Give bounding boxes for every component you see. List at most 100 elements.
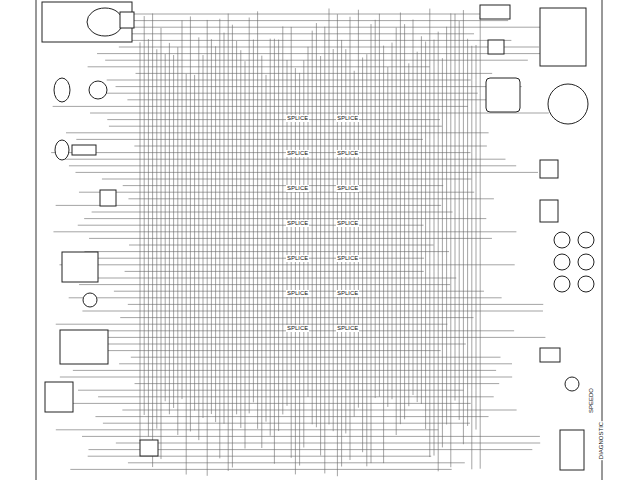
wire [249,18,250,414]
connector-symbol [89,81,107,99]
wire [312,31,313,425]
wire [128,198,493,199]
splice-label: SPLICE [286,185,309,192]
wire [73,370,496,371]
wire [413,20,414,396]
wire [127,99,513,100]
wire [320,56,321,455]
connector-symbol [100,190,116,206]
lamp-symbol [554,232,570,248]
wire [76,139,422,140]
wire [69,165,516,166]
wire [89,238,492,239]
wire [53,231,516,232]
wire [228,14,229,471]
wire [387,67,388,407]
wire [123,185,443,186]
wire [434,40,435,456]
wire [97,53,549,54]
connector-symbol [480,5,510,19]
wire [173,55,174,408]
ecu-connector [486,78,520,112]
splice-label: SPLICE [336,115,359,122]
wire [459,21,460,420]
wire [88,456,431,457]
wire [119,363,512,364]
wire [392,43,393,400]
wire [95,416,488,417]
connector-symbol [540,160,558,178]
wire [198,37,199,440]
wire [450,13,451,467]
wire [73,344,466,345]
wire [282,26,283,414]
wire [102,179,471,180]
wire [140,42,141,441]
wire [88,66,430,67]
connector-symbol [45,382,73,412]
wire [128,462,465,463]
wire [299,73,300,466]
wire [69,297,502,298]
wire [408,63,409,406]
wire [324,27,325,474]
splice-label: SPLICE [336,255,359,262]
wire [65,159,506,160]
wire [274,39,275,464]
connector-symbol [540,348,560,362]
wire [70,469,451,470]
wire [144,16,145,415]
wire [396,28,397,435]
wire [90,113,549,114]
wire [108,14,485,15]
splice-label: SPLICE [336,290,359,297]
wire [371,24,372,463]
wire [92,212,453,213]
wire [375,20,376,398]
wire [232,25,233,468]
wire [131,357,501,358]
splice-label: SPLICE [286,115,309,122]
wire [128,33,474,34]
connector-symbol [54,78,70,102]
wire [129,245,434,246]
lamp-symbol [554,254,570,270]
wire [354,71,355,417]
wire [120,317,473,318]
wire [136,73,493,74]
wire [59,264,514,265]
wire [471,46,472,470]
wire [194,75,195,411]
wire [404,24,405,419]
wire [270,39,271,436]
connector-symbol [72,145,96,155]
wire [421,36,422,404]
wire [84,218,486,219]
regulator-symbol [540,8,586,66]
wire [116,86,522,87]
diagnostic-connector [560,430,584,470]
wire [291,27,292,458]
wire [417,52,418,402]
wire [329,8,330,424]
frame [36,0,602,480]
module-box [60,330,108,364]
wire [75,172,538,173]
wire [207,20,208,476]
wire [98,396,494,397]
wire [358,10,359,408]
splice-label: SPLICE [286,255,309,262]
wire [93,93,478,94]
lamp-symbol [554,276,570,292]
wire [89,27,545,28]
wire [59,403,471,404]
wire [79,192,474,193]
wire [253,40,254,403]
wire [135,383,500,384]
wire [78,225,424,226]
wire [79,284,450,285]
wire [186,74,187,475]
sensor-symbol [565,377,579,391]
